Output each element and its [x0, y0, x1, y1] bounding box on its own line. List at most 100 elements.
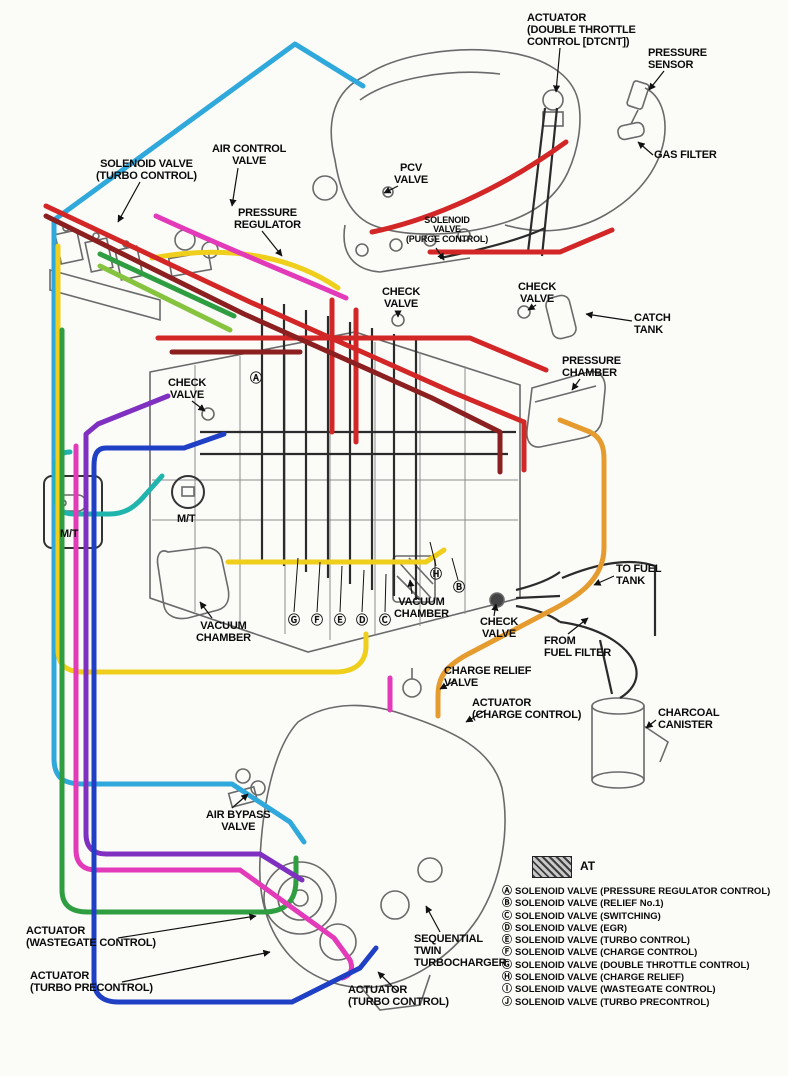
hose-lightgreen-top	[97, 263, 233, 333]
charge-relief-valve-part	[402, 678, 422, 698]
hose-maroon-diag	[43, 213, 435, 401]
label-air-control-valve: AIR CONTROL VALVE	[212, 143, 287, 168]
legend-letter: Ⓙ	[502, 996, 512, 1008]
label-vacuum-chamber-left: VACUUM CHAMBER	[196, 620, 251, 645]
label-sequential-twin-turbocharger: SEQUENTIAL TWIN TURBOCHARGER	[414, 933, 507, 970]
label-charcoal-canister: CHARCOAL CANISTER	[658, 707, 720, 732]
label-to-fuel-tank: TO FUEL TANK	[616, 563, 662, 588]
label-check-valve-right: CHECK VALVE	[518, 281, 557, 306]
label-actuator-turbo-control: ACTUATOR (TURBO CONTROL)	[348, 984, 449, 1009]
intake-manifold-outline	[330, 48, 581, 235]
label-actuator-charge-control: ACTUATOR (CHARGE CONTROL)	[472, 697, 582, 722]
at-label: AT	[580, 859, 596, 873]
label-solenoid-valve-purge-control: SOLENOID VALVE (PURGE CONTROL)	[406, 215, 488, 244]
check-valve-part-4	[489, 592, 505, 608]
legend-letter: Ⓖ	[502, 959, 512, 971]
mt-badge-mid	[171, 475, 205, 509]
label-check-valve-center: CHECK VALVE	[382, 286, 421, 311]
hose-blue-loop	[91, 445, 379, 1005]
legend-text: SOLENOID VALVE (DOUBLE THROTTLE CONTROL)	[515, 959, 750, 971]
hose-green-top	[97, 251, 237, 319]
marker-d: Ⓓ	[356, 613, 369, 627]
marker-h: Ⓗ	[430, 567, 443, 581]
dtcnt-actuator-part	[542, 89, 564, 111]
hose-yellow-mid	[225, 547, 447, 565]
legend-text: SOLENOID VALVE (WASTEGATE CONTROL)	[515, 984, 716, 996]
pressure-sensor-part	[626, 80, 650, 110]
hose-orange	[435, 417, 607, 719]
legend-letter: Ⓘ	[502, 984, 512, 996]
check-valve-part-2	[517, 305, 531, 319]
marker-g: Ⓖ	[288, 613, 301, 627]
legend-text: SOLENOID VALVE (TURBO CONTROL)	[515, 935, 690, 947]
marker-a: Ⓐ	[250, 371, 263, 385]
label-catch-tank: CATCH TANK	[634, 312, 671, 337]
hose-yellow-top	[149, 249, 341, 291]
label-gas-filter: GAS FILTER	[654, 149, 717, 161]
label-solenoid-valve-turbo-control: SOLENOID VALVE (TURBO CONTROL)	[96, 158, 197, 183]
vacuum-chamber-left-part	[156, 546, 230, 620]
legend-text: SOLENOID VALVE (CHARGE RELIEF)	[515, 972, 685, 984]
label-actuator-turbo-precontrol: ACTUATOR (TURBO PRECONTROL)	[30, 970, 153, 995]
hose-red-right	[427, 227, 615, 255]
label-from-fuel-filter: FROM FUEL FILTER	[544, 635, 612, 660]
legend-text: SOLENOID VALVE (RELIEF No.1)	[515, 898, 664, 910]
legend-letter: Ⓔ	[502, 935, 512, 947]
legend-text: SOLENOID VALVE (EGR)	[515, 922, 628, 934]
hose-maroon-drop	[429, 395, 503, 475]
leader-lines	[117, 47, 665, 993]
marker-f: Ⓕ	[311, 613, 324, 627]
legend-text: SOLENOID VALVE (TURBO PRECONTROL)	[515, 996, 710, 1008]
label-actuator-wastegate-control: ACTUATOR (WASTEGATE CONTROL)	[26, 925, 156, 950]
hose-teal	[53, 449, 165, 517]
engine-line-art	[43, 48, 669, 1011]
hose-magenta-top	[153, 213, 349, 301]
hose-red-diag	[43, 203, 527, 425]
hose-magenta-loop	[73, 443, 355, 981]
label-pcv-valve: PCV VALVE	[394, 162, 429, 187]
label-mt-left: M/T	[60, 528, 79, 540]
marker-leaders	[293, 541, 459, 613]
black-pipe-bundle	[200, 107, 657, 699]
label-vacuum-chamber-mid: VACUUM CHAMBER	[394, 596, 449, 621]
label-pressure-chamber: PRESSURE CHAMBER	[562, 355, 621, 380]
gas-filter-part	[617, 121, 645, 141]
label-mt-mid: M/T	[177, 513, 196, 525]
marker-b: Ⓑ	[453, 580, 466, 594]
marker-c: Ⓒ	[379, 613, 392, 627]
legend-letter: Ⓑ	[502, 898, 512, 910]
hoses	[43, 41, 615, 1005]
hose-purple-top	[95, 393, 171, 427]
legend-letter: Ⓗ	[502, 972, 512, 984]
label-check-valve-left: CHECK VALVE	[168, 377, 207, 402]
label-check-valve-bottom: CHECK VALVE	[480, 616, 519, 641]
at-hatch-swatch	[532, 856, 572, 878]
label-charge-relief-valve: CHARGE RELIEF VALVE	[444, 665, 532, 690]
check-valve-part-3	[201, 407, 215, 421]
label-pressure-sensor: PRESSURE SENSOR	[648, 47, 707, 72]
turbo-assembly-outline	[258, 704, 506, 989]
hose-green-loop	[59, 327, 299, 915]
legend-letter: Ⓓ	[502, 922, 512, 934]
throttle-body-outline	[504, 87, 666, 232]
hose-blue-stub	[181, 431, 227, 451]
legend-text: SOLENOID VALVE (SWITCHING)	[515, 910, 661, 922]
legend-letter: Ⓒ	[502, 910, 512, 922]
pcv-valve-part	[382, 186, 394, 198]
label-actuator-dtcnt: ACTUATOR (DOUBLE THROTTLE CONTROL [DTCNT…	[527, 12, 636, 49]
label-pressure-regulator: PRESSURE REGULATOR	[234, 207, 301, 232]
hose-red-mid	[155, 335, 549, 373]
hose-yellow-loop	[55, 243, 369, 675]
legend-text: SOLENOID VALVE (CHARGE CONTROL)	[515, 947, 698, 959]
